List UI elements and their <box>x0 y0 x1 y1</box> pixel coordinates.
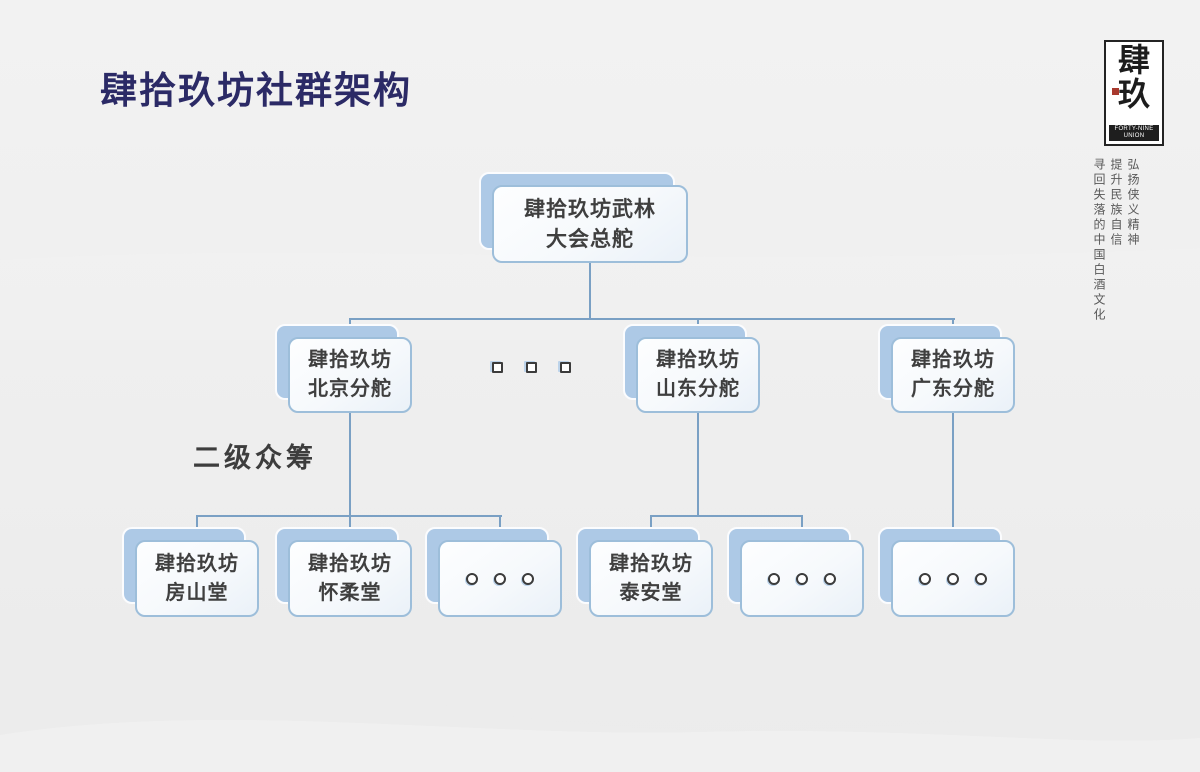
org-node-huairou-hall: 肆拾玖坊 怀柔堂 <box>275 527 412 617</box>
slogan-column-2: 提升民族自信 <box>1109 158 1123 248</box>
dot-icon <box>560 362 571 373</box>
dot-icon <box>768 572 780 585</box>
node-face <box>636 337 760 413</box>
org-node-headquarters: 肆拾玖坊武林 大会总舵 <box>479 172 688 263</box>
org-node-label: 肆拾玖坊 房山堂 <box>135 540 259 617</box>
slogan-column-1: 弘扬侠义精神 <box>1126 158 1140 248</box>
org-node-fangshan-hall: 肆拾玖坊 房山堂 <box>122 527 259 617</box>
dot-icon <box>526 362 537 373</box>
dot-icon <box>522 572 534 585</box>
node-face <box>288 337 412 413</box>
connector-beijing-stem <box>349 412 351 542</box>
label-line1: 肆拾玖坊 <box>308 552 392 575</box>
label-line1: 肆拾玖坊 <box>155 552 239 575</box>
label-line2: 山东分舵 <box>656 378 740 400</box>
node-face <box>288 540 412 617</box>
ellipsis-dots <box>740 540 864 617</box>
label-line2: 怀柔堂 <box>318 581 382 604</box>
label-line2: 大会总舵 <box>546 227 634 251</box>
org-node-label: 肆拾玖坊 山东分舵 <box>636 337 760 413</box>
connector-level2-bus <box>349 318 955 320</box>
annotation-second-level-crowdfunding: 二级众筹 <box>193 443 317 473</box>
dot-icon <box>824 572 836 585</box>
org-node-label: 肆拾玖坊 广东分舵 <box>891 337 1015 413</box>
org-node-ellipsis-beijing <box>425 527 562 617</box>
connector-beijing-bus <box>196 515 502 517</box>
ellipsis-dots-level2 <box>492 362 571 373</box>
brand-logo: 肆 玖 FORTY-NINE UNION <box>1104 40 1164 146</box>
logo-caption-line2: UNION <box>1123 132 1145 139</box>
label-line1: 肆拾玖坊 <box>911 349 995 371</box>
org-node-ellipsis-guangdong <box>878 527 1015 617</box>
node-face <box>135 540 259 617</box>
node-face <box>740 540 864 617</box>
label-line2: 房山堂 <box>165 581 229 604</box>
dot-icon <box>492 362 503 373</box>
dot-icon <box>919 572 931 585</box>
dot-icon <box>466 572 478 585</box>
page-title: 肆拾玖坊社群架构 <box>100 70 412 111</box>
label-line2: 北京分舵 <box>308 378 392 400</box>
org-node-label: 肆拾玖坊 怀柔堂 <box>288 540 412 617</box>
label-line2: 广东分舵 <box>911 378 995 400</box>
logo-caption: FORTY-NINE UNION <box>1109 124 1159 141</box>
connector-guangdong-stem <box>952 412 954 542</box>
logo-calligraphy-glyph-top: 肆 <box>1117 41 1150 79</box>
org-node-beijing-branch: 肆拾玖坊 北京分舵 <box>275 324 412 413</box>
node-face <box>589 540 713 617</box>
node-face <box>492 185 688 263</box>
org-node-shandong-branch: 肆拾玖坊 山东分舵 <box>623 324 760 413</box>
org-node-guangdong-branch: 肆拾玖坊 广东分舵 <box>878 324 1015 413</box>
label-line1: 肆拾玖坊武林 <box>524 196 656 221</box>
red-seal-icon <box>1112 88 1119 95</box>
connector-root-stem <box>589 263 591 319</box>
dot-icon <box>796 572 808 585</box>
label-line1: 肆拾玖坊 <box>609 552 693 575</box>
org-node-taian-hall: 肆拾玖坊 泰安堂 <box>576 527 713 617</box>
org-node-label: 肆拾玖坊 北京分舵 <box>288 337 412 413</box>
label-line2: 泰安堂 <box>619 581 683 604</box>
label-line1: 肆拾玖坊 <box>656 349 740 371</box>
org-node-ellipsis-shandong <box>727 527 864 617</box>
logo-caption-line1: FORTY-NINE <box>1114 125 1154 132</box>
slogan-column-3: 寻回失落的中国白酒文化 <box>1092 158 1106 323</box>
org-node-label: 肆拾玖坊 泰安堂 <box>589 540 713 617</box>
logo-calligraphy-glyph-bottom: 玖 <box>1117 74 1150 113</box>
brand-slogans: 弘扬侠义精神 提升民族自信 寻回失落的中国白酒文化 <box>1088 158 1144 328</box>
dot-icon <box>975 572 987 585</box>
ellipsis-dots <box>891 540 1015 617</box>
connector-shandong-stem <box>697 412 699 516</box>
ellipsis-dots <box>438 540 562 617</box>
org-node-label: 肆拾玖坊武林 大会总舵 <box>492 185 688 263</box>
connector-shandong-bus <box>650 515 803 517</box>
dot-icon <box>947 572 959 585</box>
node-face <box>891 337 1015 413</box>
label-line1: 肆拾玖坊 <box>308 349 392 371</box>
dot-icon <box>494 572 506 585</box>
